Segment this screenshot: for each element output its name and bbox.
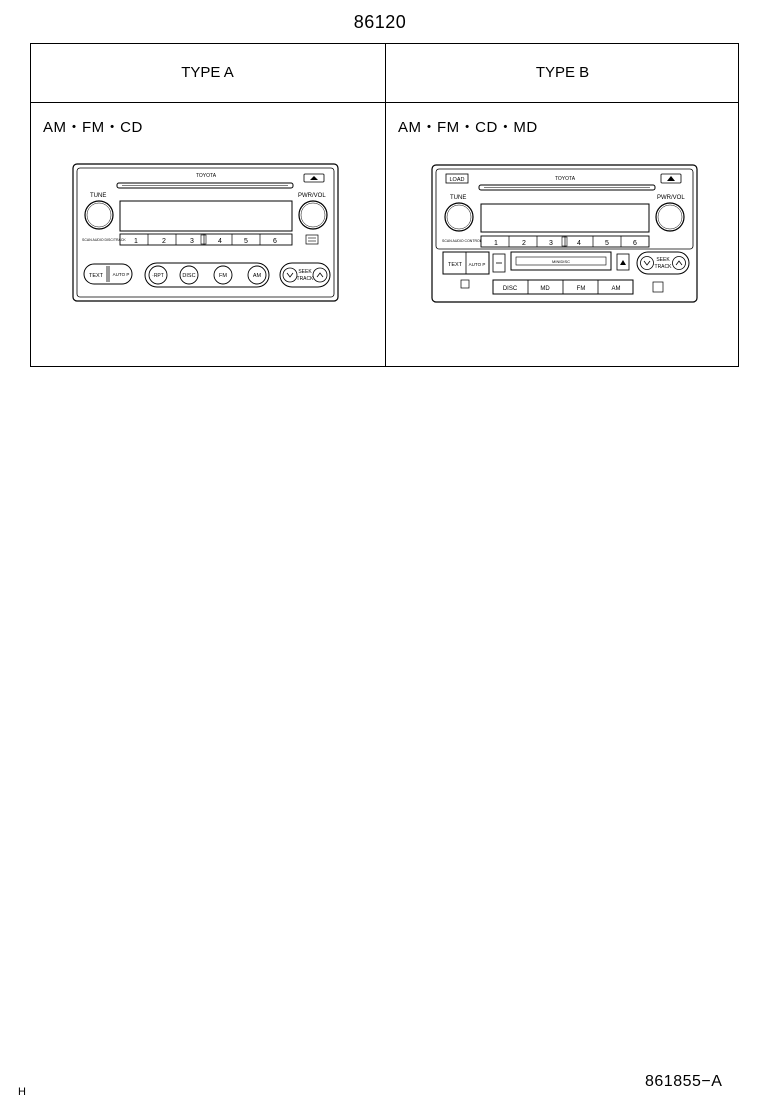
svg-text:4: 4	[577, 240, 581, 247]
volume-knob	[298, 200, 328, 230]
svg-text:MINIDISC: MINIDISC	[552, 259, 570, 264]
md-slot	[510, 251, 612, 271]
type-b-load-label: LOAD	[450, 177, 465, 183]
svg-text:6: 6	[633, 240, 637, 247]
seek-down-icon	[640, 256, 654, 270]
eject-icon	[660, 173, 682, 184]
seek-up-icon	[672, 256, 686, 270]
svg-text:6: 6	[273, 238, 277, 245]
type-a-functions: AM・FM・CD	[43, 119, 143, 136]
seek-down-icon	[282, 267, 298, 283]
column-divider	[385, 43, 386, 367]
svg-text:AM: AM	[612, 286, 621, 292]
svg-text:3: 3	[549, 240, 553, 247]
type-a-brand: TOYOTA	[196, 173, 217, 179]
part-number: 86120	[353, 12, 407, 32]
svg-text:FM: FM	[219, 273, 227, 279]
display	[480, 203, 650, 233]
table-bottom	[30, 366, 739, 367]
volume-knob	[655, 202, 685, 232]
svg-text:TRACK: TRACK	[297, 276, 315, 282]
svg-text:3: 3	[190, 238, 194, 245]
svg-text:SEEK: SEEK	[298, 269, 312, 275]
svg-text:TEXT: TEXT	[89, 273, 104, 279]
scan-icon	[305, 234, 319, 245]
display	[119, 200, 293, 232]
svg-text:MD: MD	[540, 286, 550, 292]
svg-text:2: 2	[162, 238, 166, 245]
svg-text:2: 2	[522, 240, 526, 247]
svg-text:AUTO P: AUTO P	[113, 272, 130, 277]
type-a-radio-drawing: TOYOTA TUNE PWR/VOL SCAN AUDIO DISC/TRAC…	[72, 163, 339, 302]
eject-icon	[303, 173, 325, 183]
tune-knob	[444, 202, 474, 232]
scan-icon	[460, 279, 664, 293]
svg-text:4: 4	[218, 238, 222, 245]
svg-text:SEEK: SEEK	[656, 257, 670, 263]
header-divider	[30, 102, 739, 103]
tune-knob	[84, 200, 114, 230]
svg-text:AM: AM	[253, 273, 262, 279]
illustration-number: 861855−A	[645, 1073, 723, 1090]
svg-text:TRACK: TRACK	[655, 264, 673, 270]
seek-up-icon	[312, 267, 328, 283]
svg-text:FM: FM	[577, 286, 586, 292]
svg-text:TEXT: TEXT	[448, 262, 463, 268]
svg-text:DISC: DISC	[182, 273, 195, 279]
type-a-small-text: SCAN AUDIO DISC/TRACK	[82, 238, 126, 242]
type-b-brand: TOYOTA	[555, 176, 576, 182]
type-a-tune-label: TUNE	[90, 193, 106, 199]
svg-text:1: 1	[134, 238, 138, 245]
svg-text:5: 5	[244, 238, 248, 245]
svg-text:AUTO P: AUTO P	[469, 262, 486, 267]
svg-text:5: 5	[605, 240, 609, 247]
footer-code-left: H	[18, 1086, 26, 1098]
type-b-functions: AM・FM・CD・MD	[398, 119, 538, 136]
table-frame	[30, 43, 739, 367]
type-b-radio-drawing: LOAD TOYOTA TUNE PWR/VOL SCAN AUDIO CONT…	[431, 164, 698, 303]
type-b-pwrvol-label: PWR/VOL	[657, 195, 685, 201]
type-a-heading: TYPE A	[181, 64, 234, 81]
type-b-small-text: SCAN AUDIO CONTROL	[442, 239, 482, 243]
svg-text:DISC: DISC	[503, 286, 518, 292]
type-b-tune-label: TUNE	[450, 195, 466, 201]
type-b-heading: TYPE B	[535, 64, 590, 81]
type-a-pwrvol-label: PWR/VOL	[298, 193, 326, 199]
svg-text:·RPT: ·RPT	[152, 273, 164, 279]
svg-text:1: 1	[494, 240, 498, 247]
